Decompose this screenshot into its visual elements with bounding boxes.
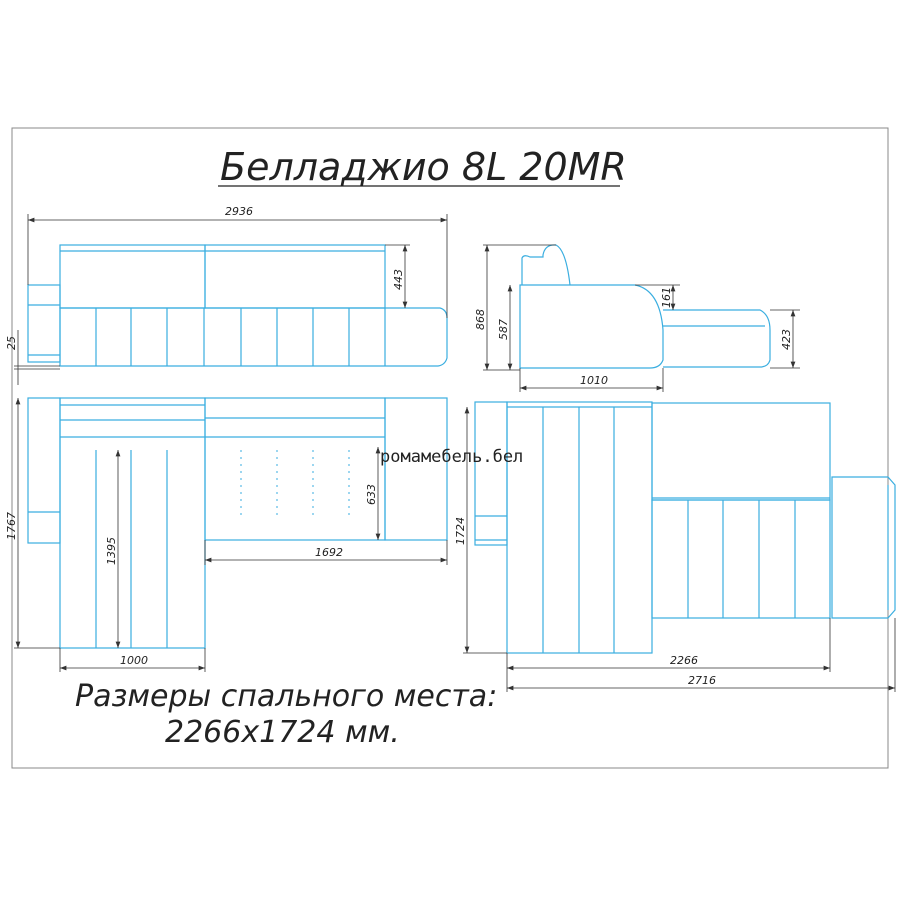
top-folded-dimensions: 1767 1395 633 1692 1000 [5, 398, 448, 672]
side-dimensions: 868 587 161 423 1010 [474, 244, 800, 392]
dim-1010: 1010 [580, 374, 608, 387]
dim-443: 443 [392, 269, 405, 290]
dim-161: 161 [660, 287, 673, 308]
top-view-unfolded [474, 401, 896, 654]
top-unfolded-dimensions: 1724 2266 2716 [454, 407, 896, 692]
watermark: ромамебель.бел [380, 447, 523, 467]
dim-1692: 1692 [315, 546, 343, 559]
dim-1724: 1724 [454, 517, 467, 545]
dim-25: 25 [5, 336, 18, 350]
sleeping-area-size: 2266x1724 мм. [165, 715, 400, 750]
dim-1395: 1395 [105, 537, 118, 565]
dim-1767: 1767 [5, 512, 18, 540]
drawing-title: Белладжио 8L 20MR [220, 145, 627, 189]
dim-868: 868 [474, 309, 487, 330]
dim-1000: 1000 [120, 654, 148, 667]
dim-633: 633 [365, 484, 378, 505]
dim-2936: 2936 [225, 205, 253, 218]
dim-423: 423 [780, 329, 793, 350]
top-view-folded [27, 397, 448, 649]
drawing-frame [11, 127, 889, 769]
front-dimensions: 2936 443 25 [5, 205, 448, 385]
dim-587: 587 [497, 319, 510, 340]
front-view [27, 244, 448, 367]
sleeping-area-label: Размеры спального места: [75, 679, 497, 714]
dim-2266: 2266 [670, 654, 698, 667]
dim-2716: 2716 [688, 674, 716, 687]
side-view [519, 244, 771, 369]
